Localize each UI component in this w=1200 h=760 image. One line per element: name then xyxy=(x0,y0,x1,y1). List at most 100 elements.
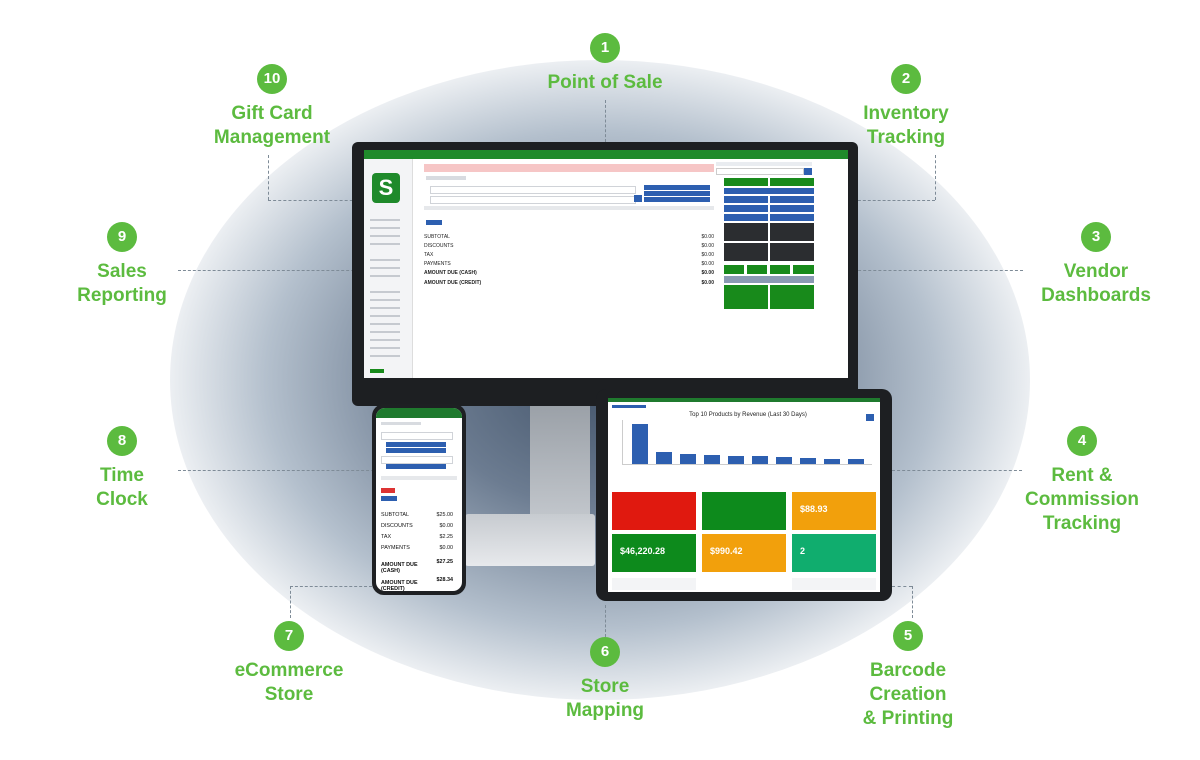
sidebar-item[interactable] xyxy=(370,259,400,261)
mobile-tabs[interactable] xyxy=(381,422,421,425)
total-label: AMOUNT DUE (CREDIT) xyxy=(424,280,482,286)
customer-input[interactable] xyxy=(430,196,636,204)
pay-cash-button[interactable] xyxy=(724,285,768,309)
sidebar-item[interactable] xyxy=(370,331,400,333)
mobile-cart-header xyxy=(381,476,457,480)
panel-left xyxy=(612,578,696,590)
total-value: $25.00 xyxy=(436,512,454,518)
layaway-payment-button[interactable] xyxy=(724,223,768,241)
feature-label: Barcode Creation & Printing xyxy=(862,660,954,729)
payments-row: PAYMENTS $0.00 xyxy=(424,261,714,267)
chart-menu-button[interactable] xyxy=(866,414,874,421)
sidebar-item[interactable] xyxy=(370,347,400,349)
refund-button[interactable] xyxy=(724,243,768,261)
mobile-topbar xyxy=(376,408,462,418)
cash-button[interactable] xyxy=(724,265,744,274)
feature-number: 5 xyxy=(893,621,923,651)
mobile-clear-button[interactable] xyxy=(381,496,397,501)
sidebar-item[interactable] xyxy=(370,307,400,309)
no-sale-button[interactable] xyxy=(770,243,814,261)
total-value: $0.00 xyxy=(701,270,714,276)
park-sale-button[interactable] xyxy=(770,178,814,186)
total-value: $0.00 xyxy=(701,243,714,249)
check-button[interactable] xyxy=(793,265,814,274)
product-search-input[interactable] xyxy=(430,186,636,194)
sidebar-item[interactable] xyxy=(370,227,400,229)
register-header xyxy=(716,162,812,166)
feature-number: 8 xyxy=(107,426,137,456)
stat-card-amber[interactable]: $88.93 xyxy=(792,492,876,530)
discount-button[interactable] xyxy=(724,205,768,212)
start-transaction-button[interactable] xyxy=(724,178,768,186)
stat-card-green[interactable] xyxy=(702,492,786,530)
feature-label: Vendor Dashboards xyxy=(1041,261,1151,306)
change-quantity-button[interactable] xyxy=(770,205,814,212)
stat-card-amber-2[interactable]: $990.42 xyxy=(702,534,786,572)
mobile-remove-button[interactable] xyxy=(381,488,395,493)
connector-5-v xyxy=(912,586,913,618)
mobile-pos-screen: SUBTOTAL $25.00 DISCOUNTS $0.00 TAX $2.2… xyxy=(376,408,462,591)
stat-card-teal[interactable]: 2 xyxy=(792,534,876,572)
sidebar-item[interactable] xyxy=(370,355,400,357)
sidebar-item[interactable] xyxy=(370,267,400,269)
chart-bar xyxy=(656,452,672,464)
clear-cart-button[interactable] xyxy=(426,220,442,225)
layaway-management-button[interactable] xyxy=(724,188,814,194)
pos-screen: S SUBTOTAL $0.00 DISCOUNTS $0.00 TAX $0.… xyxy=(364,150,848,378)
chart-x-axis xyxy=(622,464,872,465)
total-label: AMOUNT DUE (CREDIT) xyxy=(381,580,418,591)
register-go-button[interactable] xyxy=(804,168,812,175)
sidebar-item[interactable] xyxy=(370,219,400,221)
add-product-button[interactable] xyxy=(644,185,710,190)
connector-10 xyxy=(268,155,269,200)
total-value: $0.00 xyxy=(701,280,714,286)
mobile-customer-input[interactable] xyxy=(381,456,453,464)
stat-amount: $46,220.28 xyxy=(620,546,666,556)
pay-credit-button[interactable] xyxy=(770,285,814,309)
sidebar-item[interactable] xyxy=(370,323,400,325)
layaway-button[interactable] xyxy=(770,214,814,221)
sidebar-item[interactable] xyxy=(370,243,400,245)
total-value: $0.00 xyxy=(439,545,454,551)
search-button[interactable] xyxy=(634,195,642,202)
feature-time-clock: 8 Time Clock xyxy=(22,426,222,512)
gift-card-button[interactable] xyxy=(770,223,814,241)
register-select[interactable] xyxy=(716,168,804,175)
sidebar-item[interactable] xyxy=(370,275,400,277)
mobile-payments-row: PAYMENTS $0.00 xyxy=(381,545,453,551)
amount-due-credit-row: AMOUNT DUE (CREDIT) $0.00 xyxy=(424,280,714,286)
alert-banner xyxy=(424,164,714,172)
total-value: $28.34 xyxy=(436,577,454,583)
sidebar-item[interactable] xyxy=(370,235,400,237)
add-customer-button[interactable] xyxy=(644,197,710,202)
gift-card-pay-button[interactable] xyxy=(770,265,790,274)
credit-button[interactable] xyxy=(747,265,767,274)
mobile-custom-item-button[interactable] xyxy=(386,448,446,453)
sidebar-action-button[interactable] xyxy=(370,369,384,373)
pos-tabs[interactable] xyxy=(426,176,466,180)
total-label: SUBTOTAL xyxy=(424,234,450,240)
stat-card-green-2[interactable]: $46,220.28 xyxy=(612,534,696,572)
mobile-add-customer-button[interactable] xyxy=(386,464,446,469)
stat-card-red[interactable] xyxy=(612,492,696,530)
mobile-subtotal-row: SUBTOTAL $25.00 xyxy=(381,512,453,518)
mobile-search-input[interactable] xyxy=(381,432,453,440)
feature-number: 3 xyxy=(1081,222,1111,252)
price-lookup-button[interactable] xyxy=(724,196,768,203)
connector-7 xyxy=(290,586,372,587)
total-value: $0.00 xyxy=(701,261,714,267)
app-logo-icon: S xyxy=(372,173,400,203)
inventory-button[interactable] xyxy=(770,196,814,203)
mobile-add-product-button[interactable] xyxy=(386,442,446,447)
feature-number: 7 xyxy=(274,621,304,651)
connector-7-v xyxy=(290,586,291,618)
split-payment-button[interactable] xyxy=(724,276,814,283)
sidebar-item[interactable] xyxy=(370,339,400,341)
sidebar-item[interactable] xyxy=(370,315,400,317)
connector-2 xyxy=(935,155,936,200)
total-label: TAX xyxy=(424,252,434,258)
custom-item-button[interactable] xyxy=(644,191,710,196)
sidebar-item[interactable] xyxy=(370,291,400,293)
sidebar-item[interactable] xyxy=(370,299,400,301)
apply-discount-button[interactable] xyxy=(724,214,768,221)
